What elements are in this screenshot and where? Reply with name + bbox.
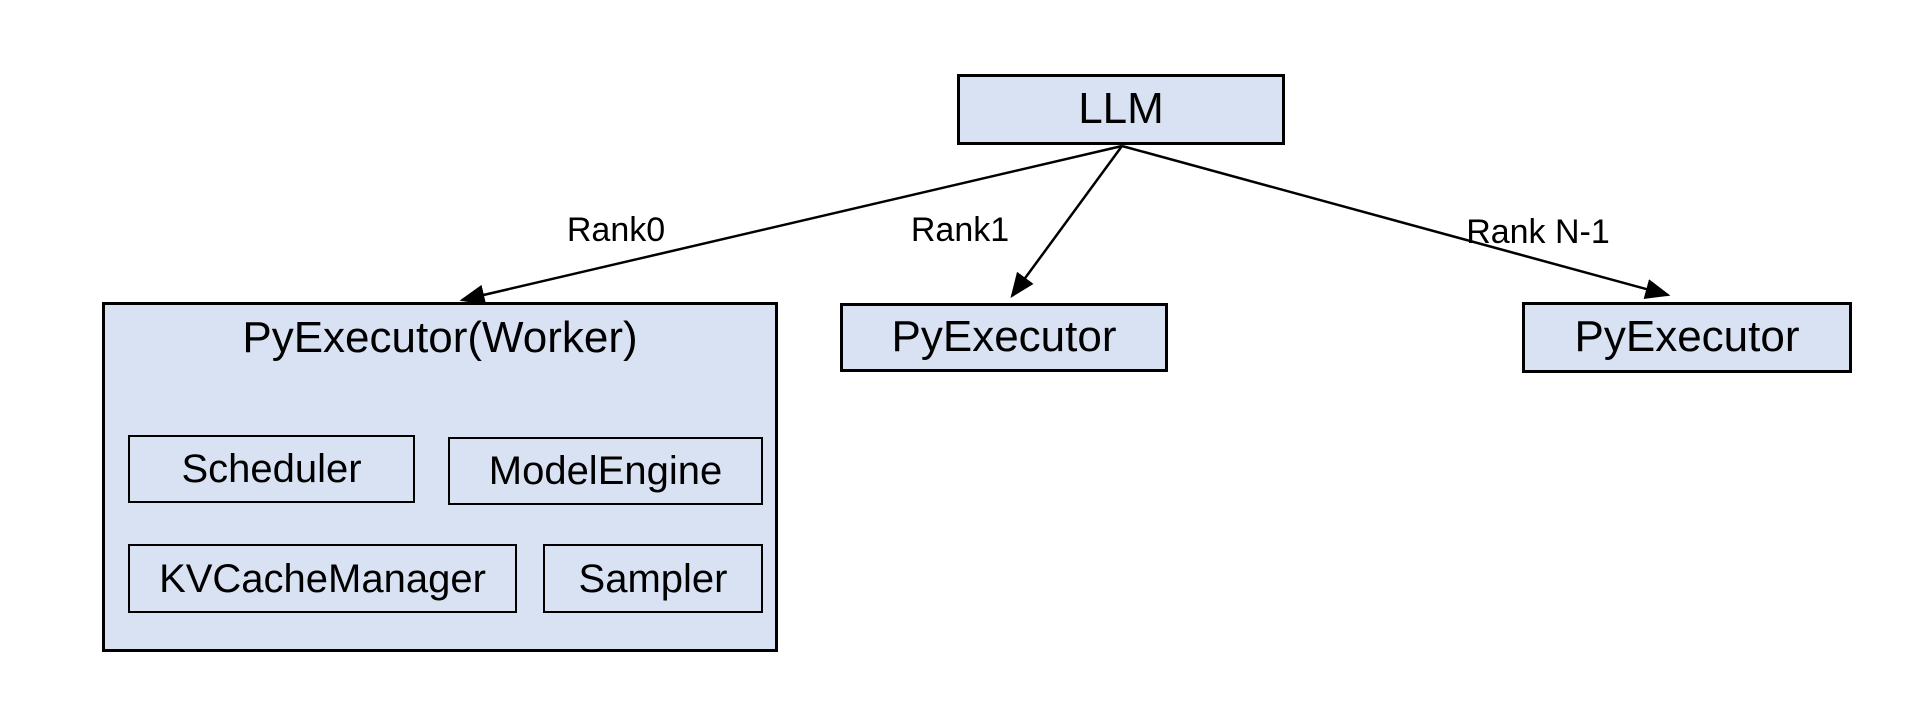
model-engine-node: ModelEngine [448, 437, 763, 505]
scheduler-label: Scheduler [181, 447, 362, 491]
py-executor-rank-n-label: PyExecutor [1574, 312, 1800, 362]
model-engine-label: ModelEngine [488, 449, 723, 493]
kv-cache-manager-node: KVCacheManager [128, 544, 517, 613]
py-executor-rank-n-node: PyExecutor [1522, 302, 1852, 373]
llm-node-label: LLM [1078, 84, 1164, 134]
scheduler-node: Scheduler [128, 435, 415, 503]
llm-node: LLM [957, 74, 1285, 145]
py-executor-worker-node: PyExecutor(Worker) Scheduler ModelEngine… [102, 302, 778, 652]
edge-label-rank1: Rank1 [910, 211, 1010, 249]
edge-label-rank-n-1: Rank N-1 [1466, 213, 1610, 251]
arrow-rank1 [1010, 145, 1124, 299]
sampler-node: Sampler [543, 544, 763, 613]
edge-label-rank0: Rank0 [566, 211, 666, 249]
py-executor-rank1-node: PyExecutor [840, 303, 1168, 372]
kv-cache-manager-label: KVCacheManager [159, 556, 486, 601]
py-executor-worker-label: PyExecutor(Worker) [242, 313, 638, 362]
sampler-label: Sampler [578, 556, 728, 601]
py-executor-rank1-label: PyExecutor [891, 312, 1117, 362]
